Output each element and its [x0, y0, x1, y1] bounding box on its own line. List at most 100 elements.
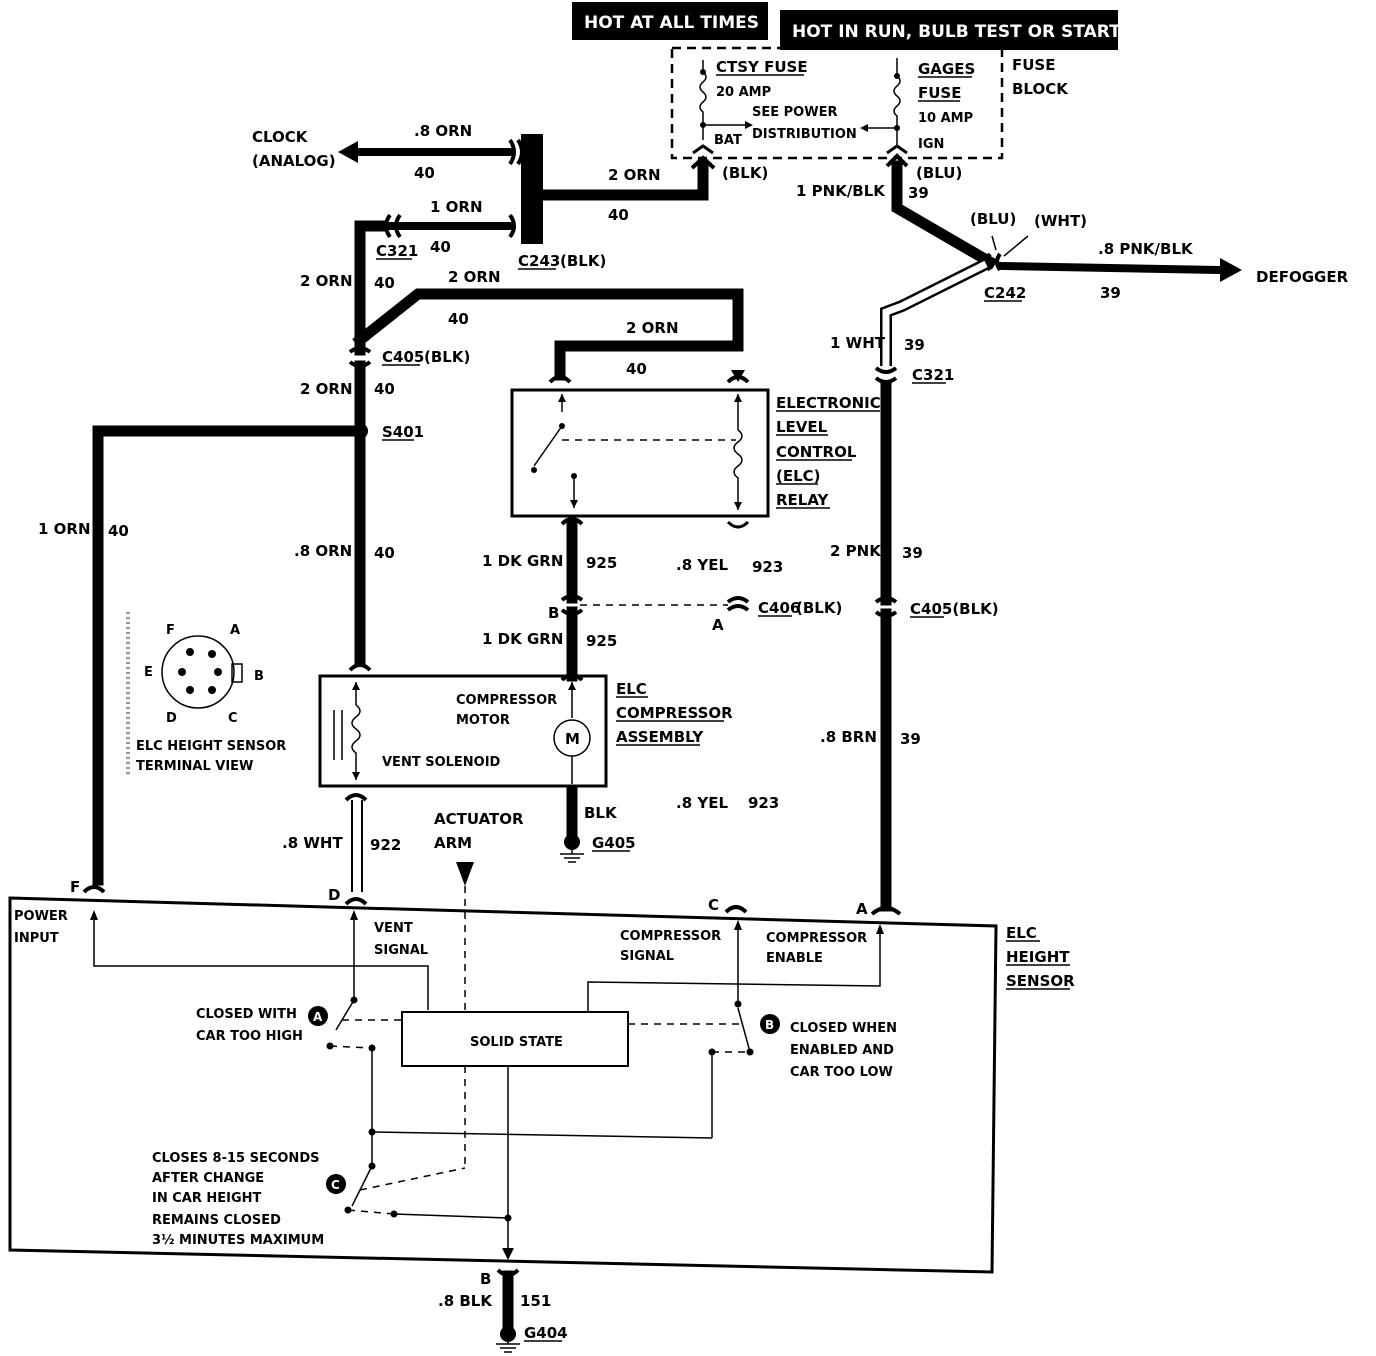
wire-gages-out: 1 PNK/BLK 39 [796, 153, 998, 270]
actuator-arm: ACTUATOR ARM [434, 810, 524, 1010]
diagram-label: 2 ORN [626, 319, 679, 337]
diagram-label: C [228, 711, 238, 726]
diagram-label: (BLK) [722, 164, 768, 182]
diagram-label: HOT AT ALL TIMES [584, 13, 759, 33]
clock-component: CLOCK (ANALOG) [252, 128, 358, 170]
ground-g404: B .8 BLK 151 G404 [438, 1268, 568, 1353]
diagram-label: BLOCK [1012, 80, 1069, 98]
diagram-label: 1 DK GRN [482, 552, 563, 570]
diagram-label: G405 [592, 834, 636, 852]
diagram-label: 2 ORN [608, 166, 661, 184]
diagram-label: .8 PNK/BLK [1098, 240, 1194, 258]
diagram-label: B [254, 669, 264, 684]
diagram-label: 151 [520, 1292, 551, 1310]
diagram-label: (BLU) [916, 164, 962, 182]
ctsy-fuse-label: CTSY FUSE [716, 58, 808, 76]
header-hot-in-run: HOT IN RUN, BULB TEST OR START [780, 10, 1121, 50]
diagram-label: DEFOGGER [1256, 268, 1349, 286]
diagram-label: A [856, 900, 868, 918]
diagram-label: .8 BLK [438, 1292, 493, 1310]
diagram-label: FUSE [1012, 56, 1055, 74]
diagram-label: 923 [748, 794, 779, 812]
diagram-label: 40 [374, 544, 395, 562]
diagram-label: MOTOR [456, 713, 510, 728]
diagram-label: D [166, 711, 177, 726]
elc-compressor-assembly: M COMPRESSOR MOTOR VENT SOLENOID ELC COM… [318, 674, 733, 788]
diagram-label: M [565, 730, 580, 748]
wire-power-input: 1 ORN 40 [38, 425, 366, 894]
diagram-label: 922 [370, 836, 401, 854]
connector-c321-left: C321 [376, 242, 418, 260]
diagram-label: BAT [714, 133, 742, 148]
diagram-label: SIGNAL [374, 943, 428, 958]
diagram-label: ELC [616, 680, 647, 698]
diagram-label: CAR TOO LOW [790, 1065, 893, 1080]
diagram-label: AFTER CHANGE [152, 1171, 264, 1186]
diagram-label: HEIGHT [1006, 948, 1070, 966]
diagram-label: SEE POWER [752, 105, 837, 120]
diagram-label: ELC HEIGHT SENSOR [136, 739, 286, 754]
diagram-label: 2 ORN [448, 268, 501, 286]
diagram-label: F [70, 878, 80, 896]
diagram-label: CLOSED WHEN [790, 1021, 897, 1036]
elc-relay: ELECTRONIC LEVEL CONTROL (ELC) RELAY [510, 388, 881, 529]
diagram-label: .8 ORN [294, 542, 352, 560]
diagram-label: 40 [626, 360, 647, 378]
wire-relay-feed: 2 ORN 40 [548, 319, 750, 384]
header-hot-at-all-times: HOT AT ALL TIMES [572, 2, 768, 40]
diagram-label: 39 [904, 336, 925, 354]
diagram-label: ELC [1006, 924, 1037, 942]
diagram-label: ARM [434, 834, 472, 852]
wire-2pnk-brn: 2 PNK 39 C405(BLK) .8 BRN 39 [820, 382, 999, 916]
diagram-label: .8 BRN [820, 728, 877, 746]
connector-c406: A C406 (BLK) [580, 596, 842, 634]
diagram-label: REMAINS CLOSED [152, 1213, 281, 1228]
diagram-label: HOT IN RUN, BULB TEST OR START [792, 22, 1121, 42]
diagram-label: 1 ORN [38, 520, 91, 538]
diagram-label: D [328, 886, 340, 904]
diagram-label: B [548, 604, 559, 622]
wire-c321-to-c243: 1 ORN 40 [384, 198, 516, 256]
diagram-label: SOLID STATE [470, 1035, 563, 1050]
diagram-label: DISTRIBUTION [752, 127, 857, 142]
diagram-label: C [331, 1178, 340, 1192]
diagram-label: C405(BLK) [910, 600, 999, 618]
diagram-label: (BLK) [796, 599, 842, 617]
diagram-label: 39 [1100, 284, 1121, 302]
diagram-label: C243 [518, 252, 560, 270]
elc-height-sensor: ELC HEIGHT SENSOR F D C A POWER INPUT VE… [8, 878, 1075, 1274]
diagram-label: 925 [586, 632, 617, 650]
diagram-label: 39 [908, 184, 929, 202]
diagram-label: CAR TOO HIGH [196, 1029, 303, 1044]
gages-fuse-label: GAGES [918, 60, 975, 78]
diagram-label: 2 ORN [300, 380, 353, 398]
diagram-label: .8 ORN [414, 122, 472, 140]
diagram-label: BLK [584, 804, 618, 822]
diagram-label: C321 [376, 242, 418, 260]
diagram-label: (ELC) [776, 467, 821, 485]
diagram-label: 1 PNK/BLK [796, 182, 886, 200]
diagram-label: CLOCK [252, 128, 309, 146]
diagram-label: (ANALOG) [252, 152, 336, 170]
wire-defogger: .8 PNK/BLK 39 DEFOGGER [997, 240, 1349, 302]
diagram-label: A [230, 623, 240, 638]
diagram-label: 1 DK GRN [482, 630, 563, 648]
diagram-label: VENT SOLENOID [382, 755, 501, 770]
diagram-label: 2 PNK [830, 542, 882, 560]
fuse-block: FUSE BLOCK CTSY FUSE 20 AMP BAT SEE POWE… [670, 46, 1069, 182]
diagram-label: FUSE [918, 84, 961, 102]
ground-g405: BLK G405 [560, 784, 636, 863]
diagram-label: A [712, 616, 724, 634]
diagram-label: B [480, 1270, 491, 1288]
diagram-label: 39 [900, 730, 921, 748]
wire-dk-grn: 1 DK GRN 925 1 DK GRN 925 B [482, 517, 617, 682]
diagram-label: 3½ MINUTES MAXIMUM [152, 1233, 324, 1248]
diagram-label: (BLU) [970, 210, 1016, 228]
diagram-label: IN CAR HEIGHT [152, 1191, 262, 1206]
diagram-label: 40 [108, 522, 129, 540]
diagram-label: COMPRESSOR [766, 931, 867, 946]
diagram-label: SENSOR [1006, 972, 1075, 990]
wire-1wht: 1 WHT 39 C321 [830, 258, 989, 384]
diagram-label: C406 [758, 599, 800, 617]
